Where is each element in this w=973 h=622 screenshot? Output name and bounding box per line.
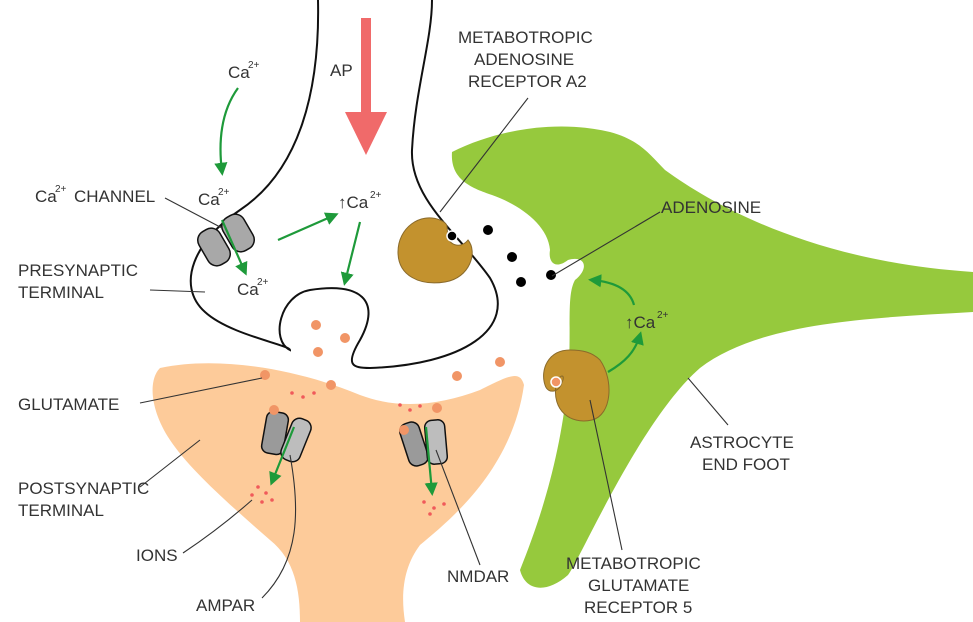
- glutamate-label: GLUTAMATE: [18, 395, 119, 414]
- svg-text:Ca: Ca: [237, 280, 259, 299]
- svg-text:2+: 2+: [370, 190, 382, 201]
- svg-text:Ca: Ca: [35, 187, 57, 206]
- ca-channel-inner-label: Ca 2+: [198, 187, 230, 209]
- ca-channel-label: Ca 2+ CHANNEL: [35, 184, 155, 206]
- svg-text:2+: 2+: [218, 187, 230, 198]
- svg-text:Ca: Ca: [228, 63, 250, 82]
- svg-text:↑Ca: ↑Ca: [338, 193, 369, 212]
- nmdar-label: NMDAR: [447, 567, 509, 586]
- astrocyte-label-1: ASTROCYTE: [690, 433, 794, 452]
- postsynaptic-label-2: TERMINAL: [18, 501, 104, 520]
- mglur5-label-3: RECEPTOR 5: [584, 598, 692, 617]
- presynaptic-terminal: [191, 0, 498, 368]
- astrocyte-end-foot: [452, 126, 973, 587]
- svg-text:CHANNEL: CHANNEL: [74, 187, 155, 206]
- presynaptic-label-2: TERMINAL: [18, 283, 104, 302]
- mglur5-label-1: METABOTROPIC: [566, 554, 701, 573]
- a2-label-3: RECEPTOR A2: [468, 72, 587, 91]
- mglur5-label-2: GLUTAMATE: [588, 576, 689, 595]
- ions-label: IONS: [136, 546, 178, 565]
- ca-top-label: Ca 2+: [228, 60, 260, 82]
- svg-text:↑Ca: ↑Ca: [625, 313, 656, 332]
- ampar-label: AMPAR: [196, 596, 255, 615]
- svg-text:2+: 2+: [248, 60, 260, 71]
- svg-text:2+: 2+: [55, 184, 67, 195]
- postsynaptic-label-1: POSTSYNAPTIC: [18, 479, 149, 498]
- svg-text:2+: 2+: [657, 310, 669, 321]
- svg-text:Ca: Ca: [198, 190, 220, 209]
- a2-label-2: ADENOSINE: [474, 50, 574, 69]
- astrocyte-label-2: END FOOT: [702, 455, 790, 474]
- adenosine-a2-receptor: [398, 218, 472, 283]
- svg-text:2+: 2+: [257, 277, 269, 288]
- presynaptic-label-1: PRESYNAPTIC: [18, 261, 138, 280]
- ap-label: AP: [330, 61, 353, 80]
- a2-label-1: METABOTROPIC: [458, 28, 593, 47]
- adenosine-label: ADENOSINE: [661, 198, 761, 217]
